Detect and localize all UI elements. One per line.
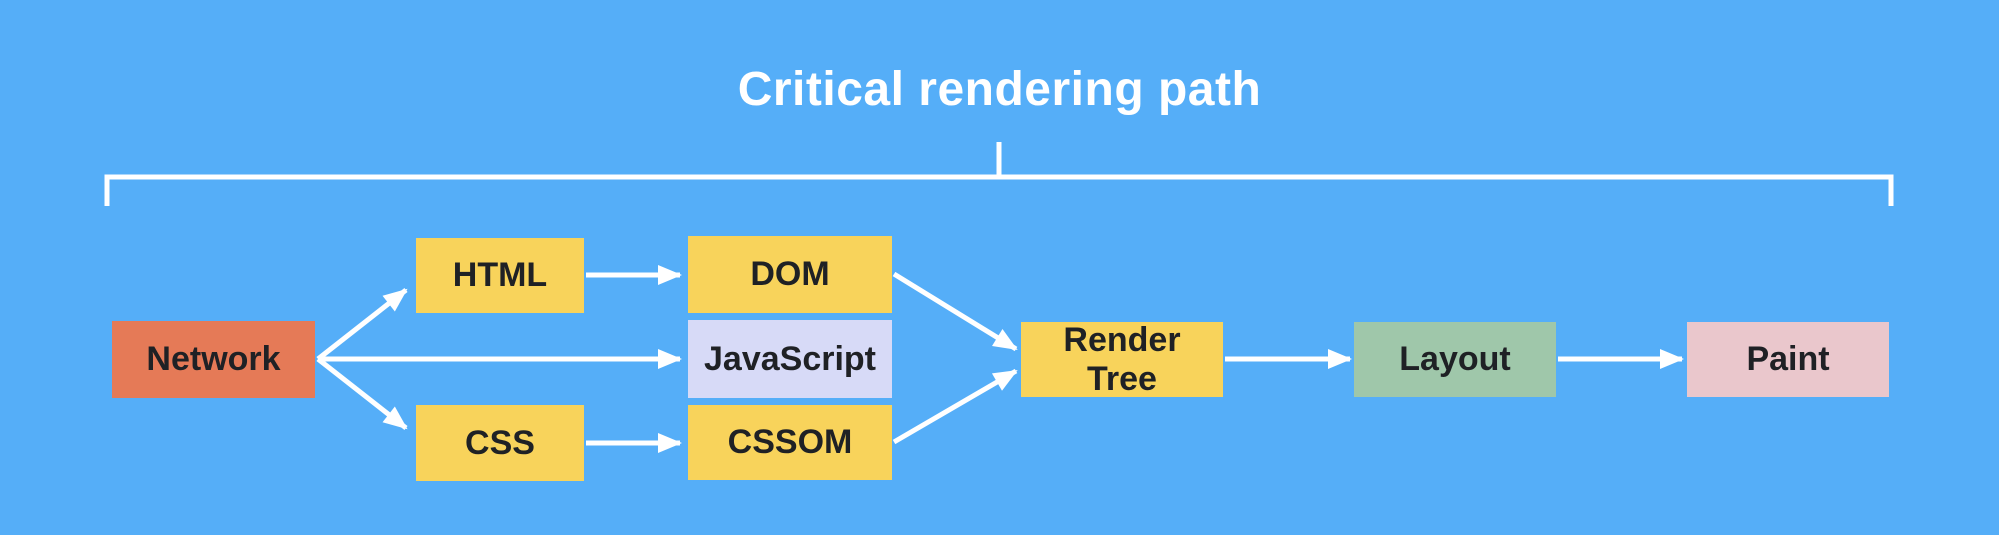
- arrow-network-html: [316, 288, 408, 361]
- node-css: CSS: [416, 405, 584, 481]
- brace-bracket: [104, 174, 1894, 206]
- node-layout: Layout: [1354, 322, 1556, 397]
- arrow-cssom-render-tree: [892, 368, 1018, 445]
- node-dom: DOM: [688, 236, 892, 313]
- node-network: Network: [112, 321, 315, 398]
- arrow-network-css: [316, 357, 408, 430]
- node-cssom: CSSOM: [688, 405, 892, 480]
- node-javascript: JavaScript: [688, 320, 892, 398]
- node-html: HTML: [416, 238, 584, 313]
- node-paint: Paint: [1687, 322, 1889, 397]
- node-render-tree: Render Tree: [1021, 321, 1223, 398]
- diagram-title: Critical rendering path: [737, 63, 1262, 116]
- arrow-dom-render-tree: [892, 271, 1018, 352]
